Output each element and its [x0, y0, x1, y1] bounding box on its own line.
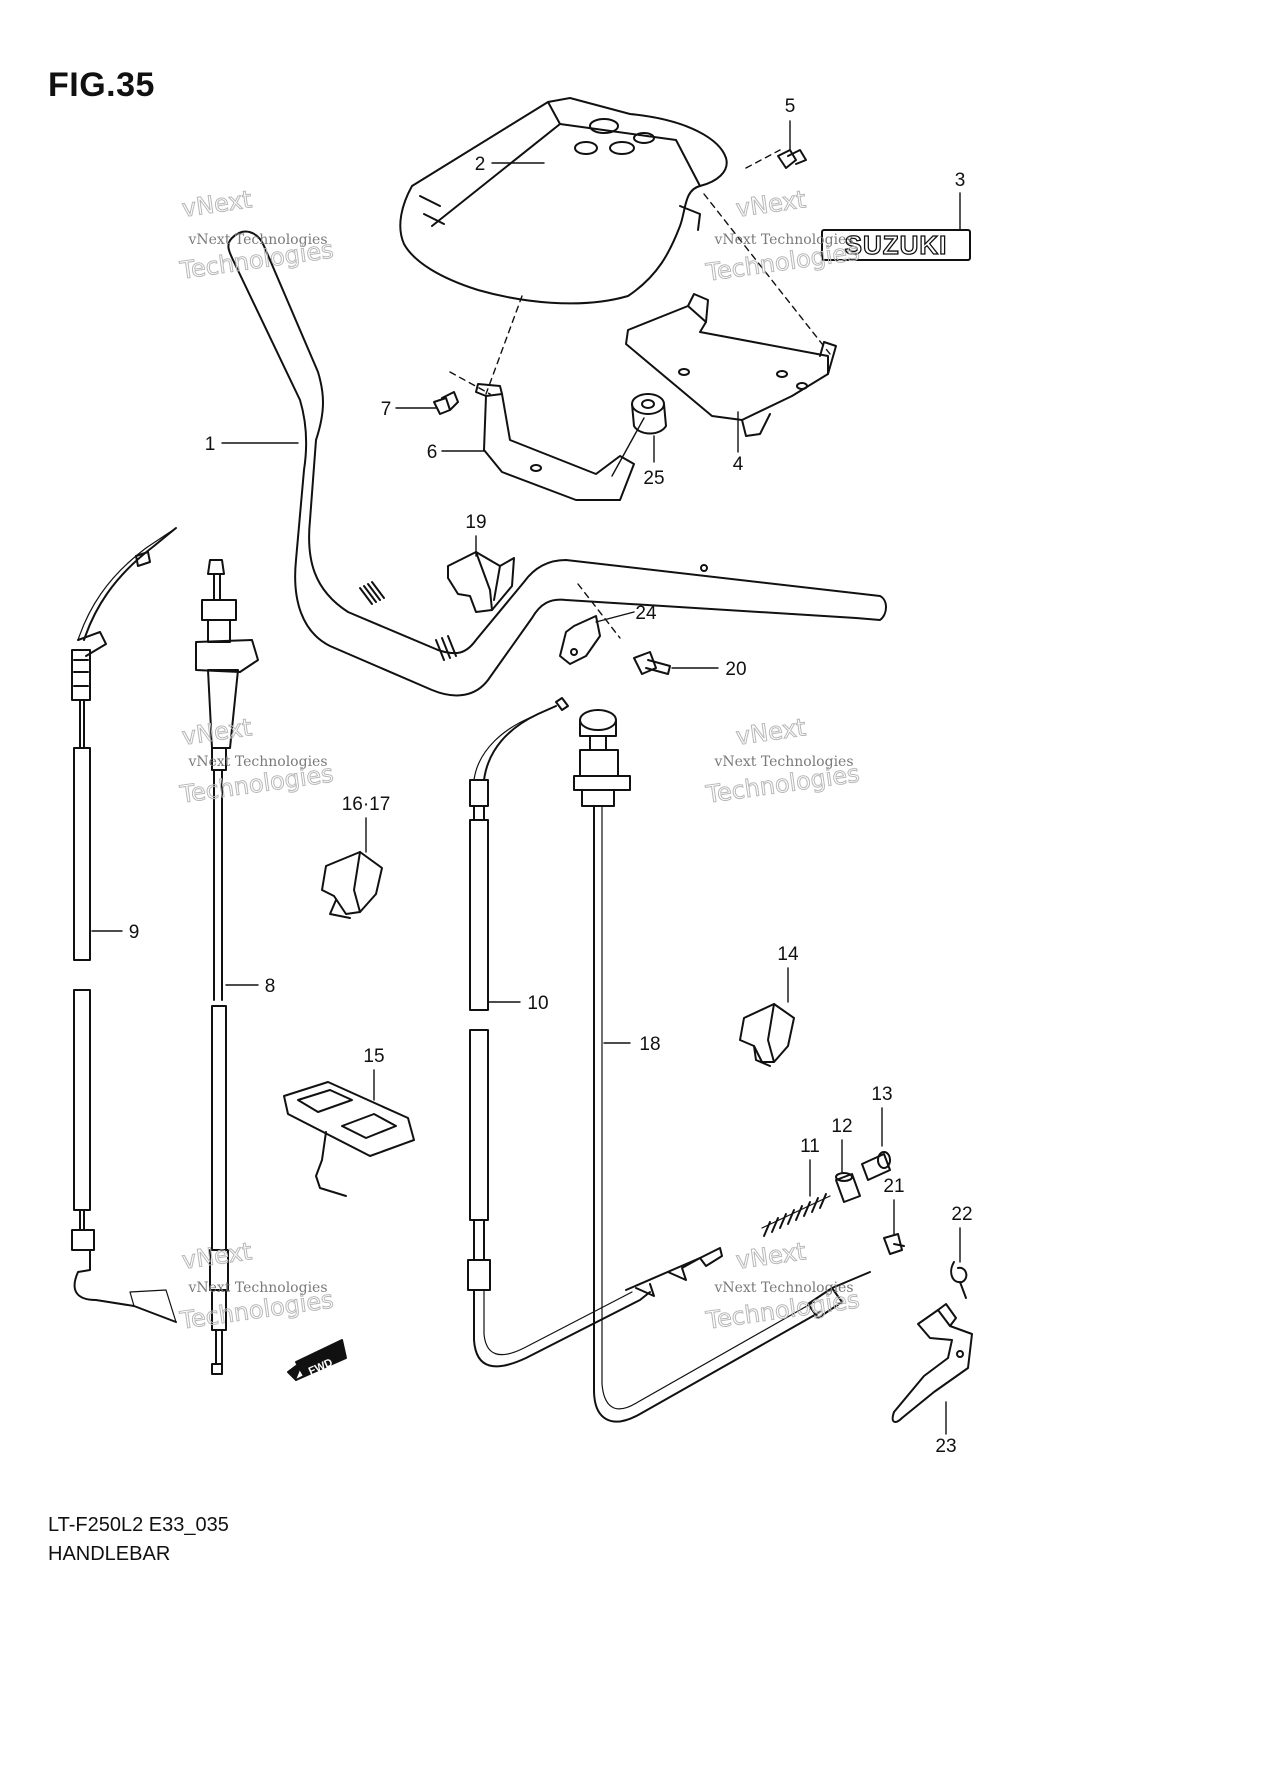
lower-bracket-part[interactable]: [475, 383, 635, 501]
watermark-top-word: vNext: [180, 1237, 253, 1274]
callout-25: 25: [643, 468, 664, 489]
watermark-top-word: vNext: [734, 713, 807, 750]
brake-lever-part-23[interactable]: [891, 1303, 973, 1423]
bolt-part-20[interactable]: [633, 651, 671, 675]
watermark-line1: vNext Technologies: [187, 232, 327, 248]
figure-title: FIG.35: [48, 66, 155, 104]
bolt-part-21[interactable]: [883, 1233, 905, 1255]
watermark-top-right: vNext vNext Technologies Technologies: [703, 185, 862, 287]
callout-1: 1: [205, 434, 216, 455]
throttle-cable-part-9[interactable]: [71, 527, 177, 1323]
callout-6: 6: [427, 442, 438, 463]
callout-22: 22: [951, 1204, 972, 1225]
watermark-top-word: vNext: [734, 185, 807, 222]
callout-10: 10: [527, 993, 548, 1014]
callout-14: 14: [777, 944, 799, 965]
cover-bracket-part[interactable]: [625, 293, 837, 437]
watermark-line1: vNext Technologies: [713, 1280, 853, 1296]
callout-5: 5: [785, 96, 796, 117]
suzuki-emblem-frame: [821, 229, 971, 261]
callout-16-17: 16·17: [342, 794, 391, 815]
cable-guide-part-15[interactable]: [283, 1081, 415, 1197]
switch-bracket-part-24[interactable]: [559, 615, 601, 665]
pin-part-13[interactable]: [861, 1151, 891, 1181]
callout-3: 3: [955, 170, 966, 191]
brake-cable-part-10[interactable]: [467, 697, 651, 1368]
watermark-mid-left: vNext vNext Technologies Technologies: [177, 713, 336, 809]
cable-end-part-11[interactable]: [625, 1193, 831, 1297]
callout-24: 24: [635, 603, 657, 624]
watermark-top-left: vNext vNext Technologies Technologies: [177, 185, 336, 285]
section-name: HANDLEBAR: [48, 1543, 171, 1565]
callout-9: 9: [129, 922, 140, 943]
cable-part-8[interactable]: [195, 559, 259, 1375]
callout-15: 15: [363, 1046, 384, 1067]
cable-clamp-part-14[interactable]: [739, 1003, 795, 1067]
callout-7: 7: [381, 399, 392, 420]
callout-2: 2: [475, 154, 486, 175]
suzuki-emblem-text: SUZUKI: [845, 230, 948, 260]
callout-12: 12: [831, 1116, 852, 1137]
grommet-part-25[interactable]: [631, 393, 667, 435]
fwd-direction-arrow: [287, 1339, 347, 1381]
watermark-mid-right: vNext vNext Technologies Technologies: [703, 713, 862, 809]
screw-part-7[interactable]: [433, 391, 459, 415]
callout-8: 8: [265, 976, 276, 997]
callout-19: 19: [465, 512, 486, 533]
callout-20: 20: [725, 659, 746, 680]
collar-part-12[interactable]: [835, 1172, 861, 1203]
watermark-bottom-left: vNext vNext Technologies Technologies: [177, 1237, 336, 1335]
watermark-bottom-right: vNext vNext Technologies Technologies: [703, 1237, 862, 1335]
watermark-top-word: vNext: [180, 185, 253, 222]
callout-13: 13: [871, 1084, 892, 1105]
cable-clamp-part-16-17[interactable]: [321, 851, 383, 919]
watermark-top-word: vNext: [180, 713, 253, 750]
callout-labels: 1 2 3 4 5 6 7 8 9 10 11 12 13 14 15 16·1…: [129, 96, 973, 1457]
callout-18: 18: [639, 1034, 660, 1055]
watermark-top-word: vNext: [734, 1237, 807, 1274]
watermark-line1: vNext Technologies: [187, 1280, 327, 1296]
watermark-line1: vNext Technologies: [713, 232, 853, 248]
model-code: LT-F250L2 E33_035: [48, 1514, 229, 1536]
callout-21: 21: [883, 1176, 904, 1197]
handlebar-cover-part[interactable]: [399, 97, 728, 305]
watermark-line1: vNext Technologies: [713, 754, 853, 770]
cable-clamp-part-19[interactable]: [447, 551, 515, 613]
clip-part-22[interactable]: [950, 1261, 968, 1299]
watermark-line1: vNext Technologies: [187, 754, 327, 770]
callout-23: 23: [935, 1436, 956, 1457]
screw-part-5[interactable]: [777, 149, 807, 169]
callout-4: 4: [733, 454, 744, 475]
callout-11: 11: [800, 1136, 820, 1157]
choke-cable-part-18[interactable]: [573, 709, 871, 1423]
handlebar-part[interactable]: [227, 230, 887, 697]
